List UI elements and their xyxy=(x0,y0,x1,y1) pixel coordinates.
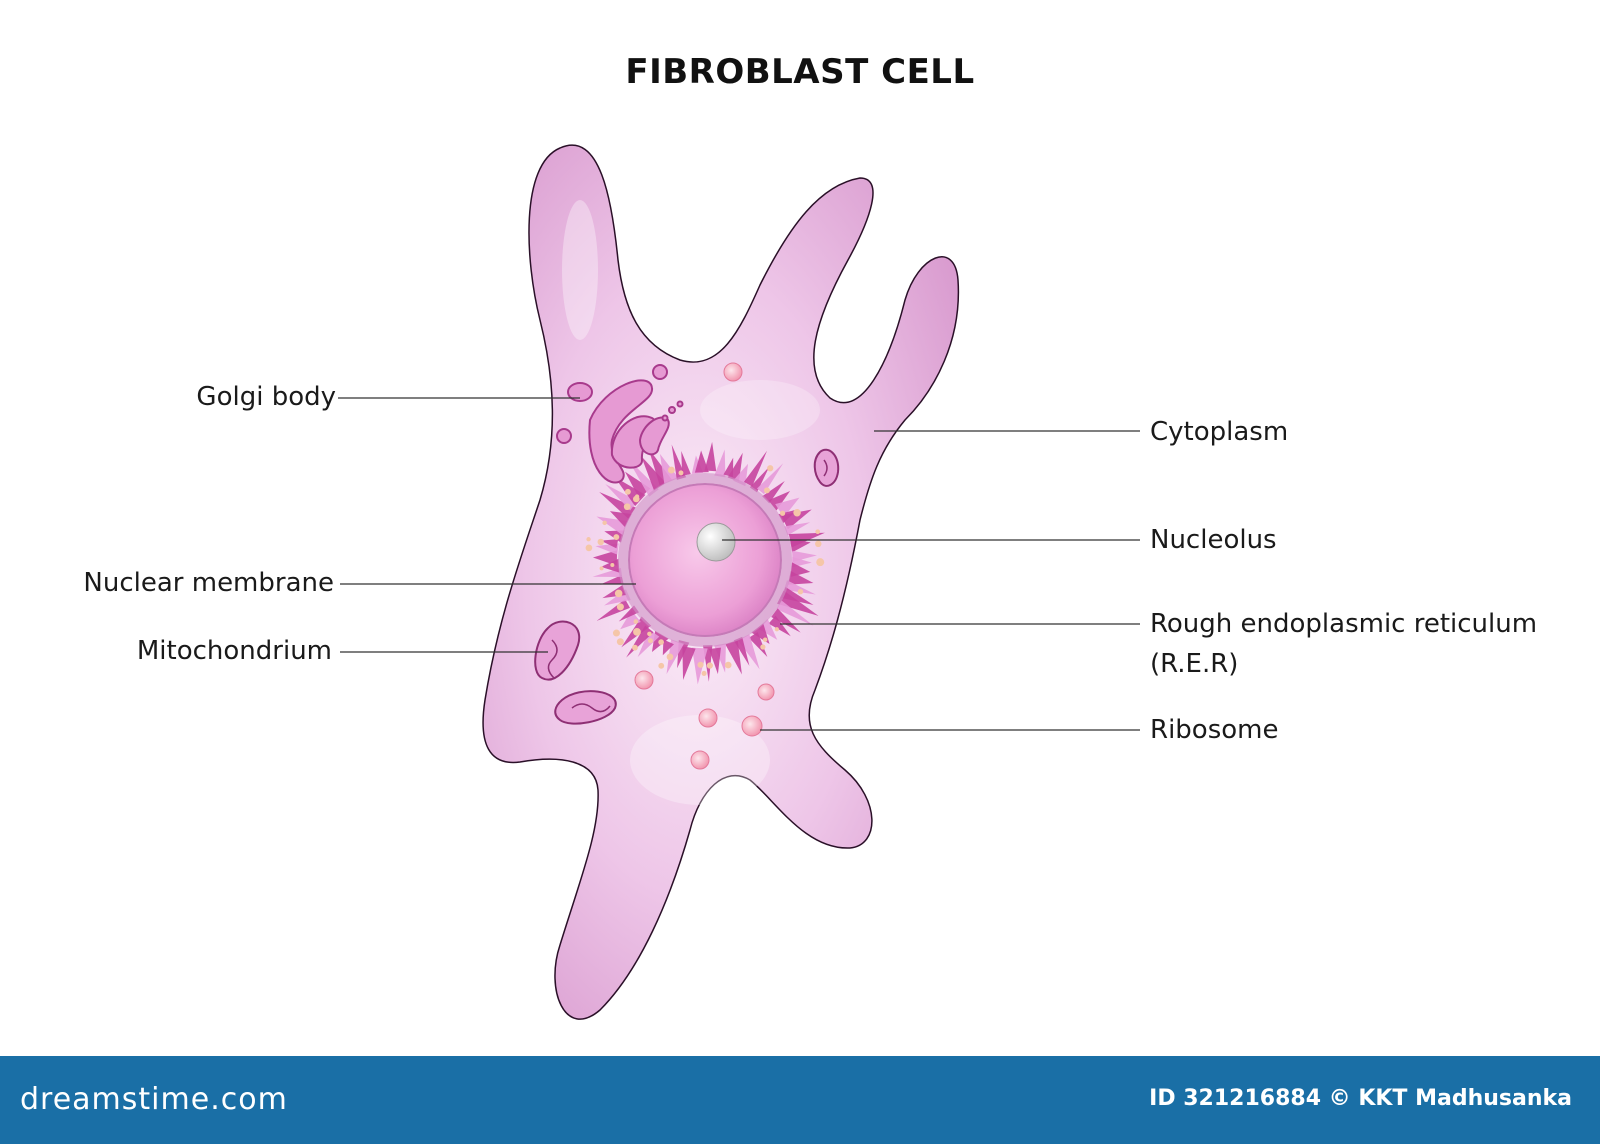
rer-ribosome-dot xyxy=(612,629,620,637)
rer-ribosome-dot xyxy=(624,488,631,495)
rer-spike xyxy=(787,571,814,585)
rer-spike xyxy=(662,639,674,656)
rer-spike xyxy=(624,471,651,499)
footer-brand-logo[interactable]: dreamstime.com xyxy=(20,1082,288,1117)
rer-ribosome-dot xyxy=(610,563,615,568)
rer-ribosome-dot xyxy=(633,627,641,636)
rer-ribosome-dot xyxy=(632,644,638,651)
rer-ribosome-dot xyxy=(616,638,624,646)
nuclear-membrane-shape xyxy=(618,473,792,647)
rer-spike xyxy=(790,562,811,578)
rer-ribosome-dot xyxy=(701,670,707,676)
rer-spike xyxy=(599,575,624,585)
leader-lines xyxy=(338,397,1140,731)
label-nuclear-membrane: Nuclear membrane xyxy=(83,568,334,598)
rer-spike xyxy=(725,640,742,675)
rer-ribosome-dot xyxy=(613,534,620,540)
rer-spike xyxy=(762,480,785,504)
rer-spike xyxy=(789,538,811,553)
rer-spike xyxy=(792,550,817,562)
rer-ribosome-dot xyxy=(658,662,665,669)
rer-spike xyxy=(605,484,638,511)
rer-spike xyxy=(723,457,734,478)
rer-ribosome-dot xyxy=(658,639,664,645)
rer-ribosome-dot xyxy=(760,644,766,650)
rer-spike xyxy=(620,610,641,630)
rer-ribosome-dot xyxy=(762,637,768,642)
rer-spike xyxy=(743,450,768,487)
rer-spike xyxy=(666,639,685,675)
nucleolus-shape xyxy=(696,522,736,562)
rer-spike xyxy=(599,491,636,519)
label-rough-er: Rough endoplasmic reticulum (R.E.R) xyxy=(1150,604,1537,684)
rer-ribosome-dot xyxy=(586,537,591,542)
rer-spike xyxy=(714,449,726,478)
rough-er xyxy=(585,441,825,685)
label-golgi-body: Golgi body xyxy=(196,382,336,412)
rer-ribosome-dot xyxy=(633,495,640,503)
rer-spike xyxy=(637,629,660,658)
label-nucleolus: Nucleolus xyxy=(1150,525,1277,555)
page-title: FIBROBLAST CELL xyxy=(625,52,975,92)
rer-ribosome-dot xyxy=(633,619,639,624)
rer-ribosome-dot xyxy=(815,529,821,535)
rer-spike xyxy=(781,509,812,530)
rer-ribosome-dot xyxy=(616,603,624,611)
rer-ribosome-dot xyxy=(774,627,779,632)
footer-bar: dreamstime.com ID 321216884 © KKT Madhus… xyxy=(0,1056,1600,1144)
rer-ribosome-dot xyxy=(706,662,713,669)
label-mitochondrium: Mitochondrium xyxy=(136,636,332,666)
label-cytoplasm: Cytoplasm xyxy=(1150,417,1289,447)
label-ribosome: Ribosome xyxy=(1150,715,1279,745)
rer-spike xyxy=(681,450,691,476)
rer-spike xyxy=(627,458,659,497)
rer-ribosome-dot xyxy=(666,653,674,661)
rer-spike xyxy=(777,590,819,616)
rer-ribosome-dot xyxy=(599,566,604,571)
rer-ribosome-dot xyxy=(767,465,774,472)
rer-ribosome-dot xyxy=(779,510,786,516)
nucleus xyxy=(628,483,782,637)
rer-spike xyxy=(749,466,770,493)
rer-spike xyxy=(748,632,768,657)
rer-ribosome-dot xyxy=(793,509,801,517)
rer-ribosome-dot xyxy=(667,466,675,474)
rer-spike xyxy=(776,600,814,626)
rer-ribosome-dot xyxy=(816,558,825,567)
rer-ribosome-dot xyxy=(585,544,593,552)
rer-ribosome-dot xyxy=(602,520,607,526)
rer-spike xyxy=(709,647,721,675)
rer-spike xyxy=(682,646,696,680)
mitochondrium-shape xyxy=(534,448,840,725)
rer-spike xyxy=(704,441,717,472)
label-rough-er-line1: Rough endoplasmic reticulum xyxy=(1150,609,1538,639)
cell-illustration xyxy=(338,144,1140,1020)
rer-spike xyxy=(784,522,811,536)
rer-ribosome-dot xyxy=(623,503,631,511)
rer-spike xyxy=(768,615,791,637)
rer-spike xyxy=(783,580,816,595)
rer-ribosome-dot xyxy=(614,589,623,598)
rer-spike xyxy=(771,608,801,633)
golgi-body-shape xyxy=(556,364,684,484)
rer-spike xyxy=(694,450,709,473)
rer-spike xyxy=(768,491,791,511)
label-rough-er-line2: (R.E.R) xyxy=(1150,649,1239,679)
rer-spike xyxy=(600,539,619,549)
rer-ribosome-dot xyxy=(763,487,770,494)
rer-ribosome-dot xyxy=(697,661,704,668)
rer-ribosome-dot xyxy=(724,661,732,669)
rer-spike xyxy=(756,463,784,495)
rer-spike xyxy=(592,550,618,566)
rer-ribosome-dot xyxy=(678,470,684,476)
fibroblast-diagram: FIBROBLAST CELL Golgi body Nuclear membr… xyxy=(83,52,1537,1020)
ribosome-shapes xyxy=(634,362,775,770)
rer-ribosome-dot xyxy=(648,638,653,644)
rer-ribosome-dot xyxy=(597,538,604,546)
rer-ribosome-dot xyxy=(647,631,652,637)
rer-spike xyxy=(781,586,814,605)
rer-ribosome-dot xyxy=(797,588,804,595)
footer-credit: ID 321216884 © KKT Madhusanka xyxy=(1149,1086,1572,1111)
rer-ribosome-dot xyxy=(815,540,822,548)
